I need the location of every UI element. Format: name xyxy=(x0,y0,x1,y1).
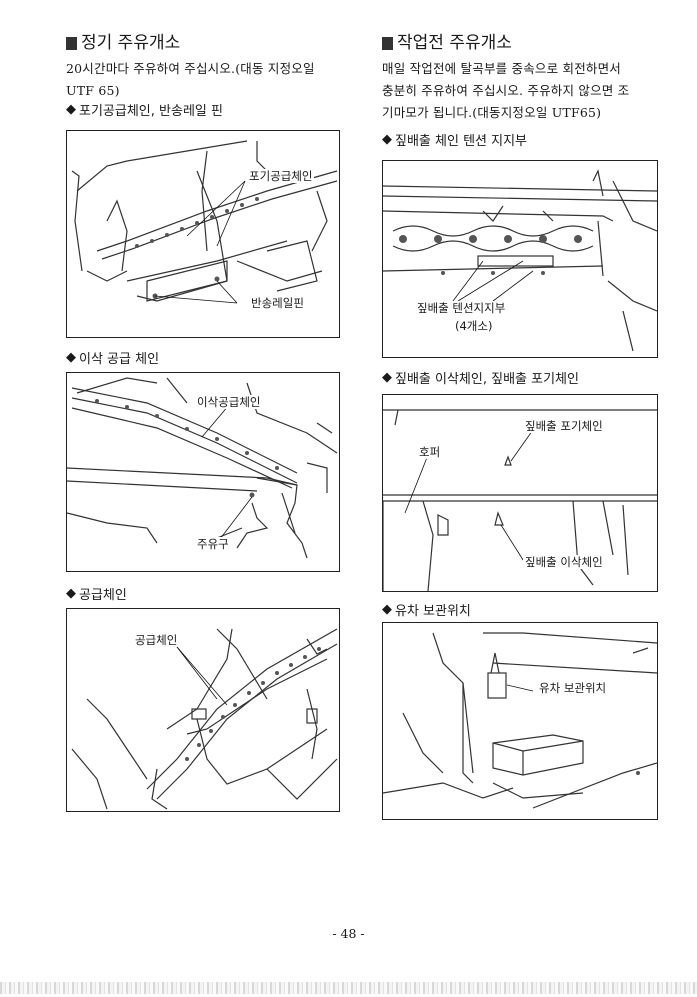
subheading-grain-feed-chain: ◆ 이삭 공급 체인 xyxy=(66,350,160,367)
supply-chain-drawing xyxy=(71,628,338,810)
diamond-bullet-icon: ◆ xyxy=(382,132,392,147)
square-bullet-icon xyxy=(66,36,77,50)
subheading-straw-grain-chains: ◆ 짚배출 이삭체인, 짚배출 포기체인 xyxy=(382,370,579,387)
callout-conveyor-rail-pin: 반송레일핀 xyxy=(249,296,306,310)
callout-straw-tension-support: 짚배출 텐션지지부 xyxy=(415,301,508,315)
grain-chain-drawing xyxy=(67,377,338,559)
diamond-bullet-icon: ◆ xyxy=(66,350,76,365)
subheading-supply-chain: ◆ 공급체인 xyxy=(66,586,127,603)
callout-supply-chain: 공급체인 xyxy=(133,633,180,647)
right-instruction-text: 매일 작업전에 탈곡부를 중속으로 회전하면서 충분히 주유하여 주십시오. 주… xyxy=(382,61,630,120)
figure-grain-feed-chain: 이삭공급체인 주유구 xyxy=(66,372,340,572)
section-title-regular-lubrication: 정기 주유개소 xyxy=(66,30,338,56)
page-number: - 48 - xyxy=(332,926,365,941)
callout-hopper: 호퍼 xyxy=(417,445,443,459)
oil-can-drawing xyxy=(383,632,657,809)
scan-artifact-strip xyxy=(0,982,697,994)
left-column: 정기 주유개소 20시간마다 주유하여 주십시오.(대동 지정오일 UTF 65… xyxy=(66,30,338,102)
subheading-feed-chain-rail-pin: ◆ 포기공급체인, 반송레일 핀 xyxy=(66,102,223,119)
figure-straw-chain-tension: 짚배출 텐션지지부 (4개소) xyxy=(382,160,658,358)
callout-straw-root-chain: 짚배출 포기체인 xyxy=(523,419,605,433)
section-title-pre-operation-lubrication: 작업전 주유개소 xyxy=(382,30,654,56)
subheading-straw-chain-tension: ◆ 짚배출 체인 텐션 지지부 xyxy=(382,132,527,149)
square-bullet-icon xyxy=(382,36,393,50)
figure-feed-chain: 포기공급체인 반송레일핀 xyxy=(66,130,340,338)
figure-oil-can-storage: 유차 보관위치 xyxy=(382,622,658,820)
diamond-bullet-icon: ◆ xyxy=(382,370,392,385)
tension-support-drawing xyxy=(383,169,657,352)
feed-chain-drawing xyxy=(71,140,338,304)
callout-grain-feed-chain: 이삭공급체인 xyxy=(195,395,263,409)
right-column: 작업전 주유개소 매일 작업전에 탈곡부를 중속으로 회전하면서 충분히 주유하… xyxy=(382,30,654,124)
diamond-bullet-icon: ◆ xyxy=(382,602,392,617)
figure-straw-chains: 짚배출 포기체인 호퍼 짚배출 이삭체인 xyxy=(382,394,658,592)
diamond-bullet-icon: ◆ xyxy=(66,586,76,601)
figure-supply-chain: 공급체인 xyxy=(66,608,340,812)
callout-four-locations: (4개소) xyxy=(453,319,495,333)
straw-chains-drawing xyxy=(383,409,657,591)
callout-oil-inlet: 주유구 xyxy=(195,537,231,551)
callout-oil-can-location: 유차 보관위치 xyxy=(537,681,609,695)
callout-straw-grain-chain: 짚배출 이삭체인 xyxy=(523,555,605,569)
diamond-bullet-icon: ◆ xyxy=(66,102,76,117)
subheading-oil-can-storage: ◆ 유차 보관위치 xyxy=(382,602,471,619)
callout-feed-chain: 포기공급체인 xyxy=(247,169,315,183)
left-instruction-text: 20시간마다 주유하여 주십시오.(대동 지정오일 UTF 65) xyxy=(66,61,315,98)
